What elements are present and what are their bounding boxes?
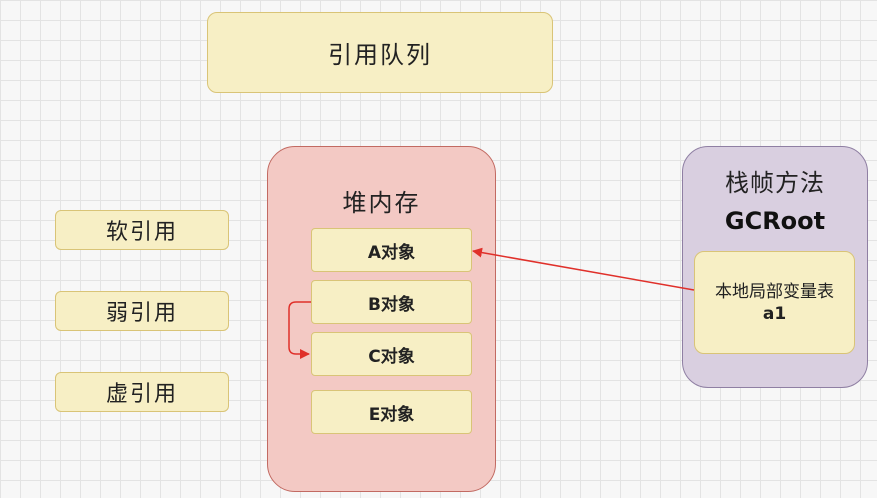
object-a-label: A对象 — [367, 242, 416, 263]
object-c-label: C对象 — [368, 346, 415, 367]
local-variable-table-label: 本地局部变量表 — [715, 281, 834, 302]
a1-to-object-a-arrow — [472, 247, 695, 291]
stack-frame-title: 栈帧方法 — [725, 169, 825, 197]
phantom-reference-label: 虚引用 — [105, 382, 178, 407]
weak-reference-box: 弱引用 — [55, 291, 229, 331]
object-e-label: E对象 — [368, 404, 415, 425]
soft-reference-label: 软引用 — [105, 220, 178, 245]
object-a-box: A对象 — [311, 228, 472, 272]
weak-reference-label: 弱引用 — [105, 301, 178, 326]
phantom-reference-box: 虚引用 — [55, 372, 229, 412]
object-b-label: B对象 — [368, 294, 415, 315]
local-variable-table-box: 本地局部变量表 a1 — [694, 251, 855, 354]
reference-queue-box: 引用队列 — [207, 12, 553, 93]
object-e-box: E对象 — [311, 390, 472, 434]
reference-queue-label: 引用队列 — [328, 41, 432, 69]
soft-reference-box: 软引用 — [55, 210, 229, 250]
object-c-box: C对象 — [311, 332, 472, 376]
heap-memory-title: 堆内存 — [342, 189, 421, 217]
local-variable-a1-label: a1 — [762, 303, 787, 324]
gc-root-label: GCRoot — [724, 207, 826, 235]
object-b-box: B对象 — [311, 280, 472, 324]
